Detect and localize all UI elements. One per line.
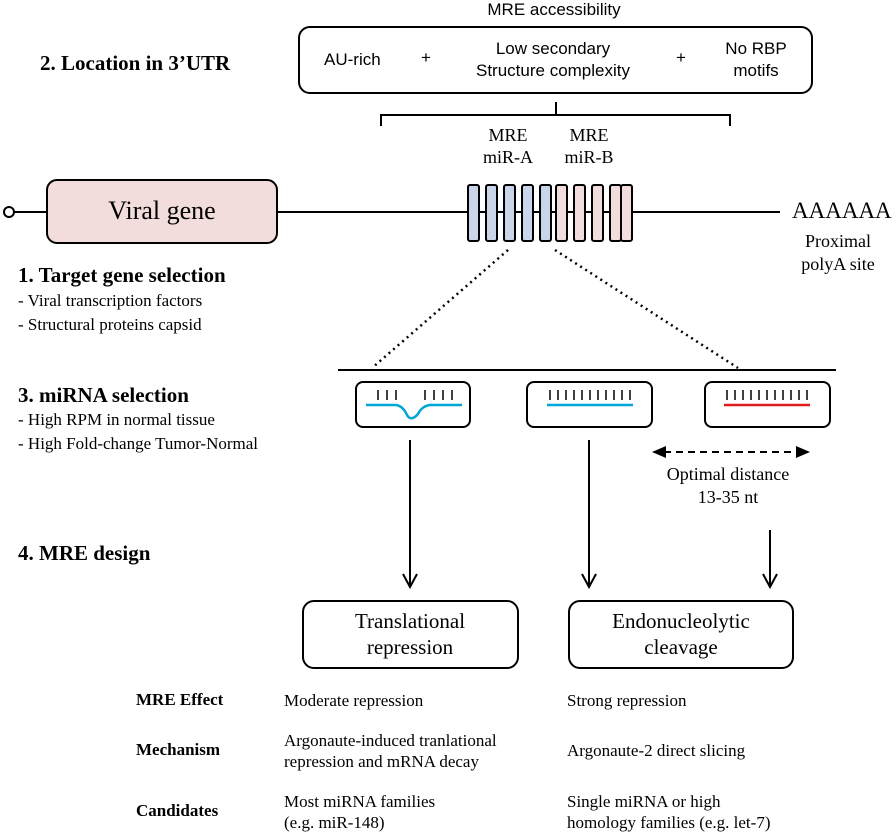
cleavage-line1: Endonucleolytic	[612, 609, 750, 633]
proximal-polya-line2: polyA site	[801, 254, 875, 274]
step4-title: 4. MRE design	[18, 541, 151, 565]
step3-title: 3. miRNA selection	[18, 383, 189, 407]
step2-title: 2. Location in 3’UTR	[40, 51, 231, 75]
no-rbp-label-line1: No RBP	[725, 39, 787, 58]
row-label-mechanism: Mechanism	[136, 740, 221, 759]
five-prime-cap	[3, 206, 15, 218]
optimal-distance-line2: 13-35 nt	[697, 487, 759, 507]
plus-sign-1: +	[421, 48, 431, 67]
translational-line2: repression	[366, 635, 454, 659]
mre-accessibility-box	[298, 26, 813, 94]
arrow-cleavage-1	[581, 440, 597, 590]
candidates-cleavage: Single miRNA or high homology families (…	[567, 792, 771, 832]
mre-b-site	[620, 184, 633, 242]
mre-effect-translational: Moderate repression	[284, 691, 424, 710]
mre-b-label-line1: MRE	[569, 125, 609, 145]
step1-title: 1. Target gene selection	[18, 263, 226, 287]
step1-bullet-1: - Viral transcription factors	[18, 291, 203, 310]
optimal-distance-line1: Optimal distance	[666, 464, 790, 484]
zoom-line-right	[554, 248, 739, 370]
viral-gene-box	[46, 179, 278, 244]
viral-gene-label: Viral gene	[108, 196, 216, 225]
translational-repression-box	[302, 600, 519, 669]
endonucleolytic-cleavage-box	[568, 600, 794, 669]
candidates-translational: Most miRNA families (e.g. miR-148)	[284, 792, 436, 832]
polya-tail: AAAAAA	[792, 198, 892, 223]
mre-a-site	[485, 184, 498, 242]
step3-bullet-2: - High Fold-change Tumor-Normal	[18, 434, 259, 453]
translational-line1: Translational	[354, 609, 466, 633]
au-rich-label: AU-rich	[324, 50, 381, 69]
low-structure-label-line1: Low secondary	[495, 39, 611, 58]
no-rbp-label-line2: motifs	[733, 61, 779, 80]
mre-b-label-line2: miR-B	[564, 147, 614, 167]
mre-a-label-line1: MRE	[488, 125, 528, 145]
mre-a-label-line2: miR-A	[482, 147, 534, 167]
arrow-translational	[402, 440, 418, 590]
step1-bullet-2: - Structural proteins capsid	[18, 315, 202, 334]
seed-bulged	[366, 403, 462, 420]
mechanism-cleavage: Argonaute-2 direct slicing	[567, 741, 746, 760]
mre-a-site	[521, 184, 534, 242]
mre-b-site	[555, 184, 568, 242]
optimal-distance-arrow	[652, 446, 810, 458]
mre-b-site	[591, 184, 604, 242]
mechanism-translational: Argonaute-induced tranlational repressio…	[284, 731, 497, 771]
mre-a-site	[467, 184, 480, 242]
row-label-candidates: Candidates	[136, 801, 219, 820]
cleavage-line2: cleavage	[644, 635, 718, 659]
mre-effect-cleavage: Strong repression	[567, 691, 687, 710]
step3-bullet-1: - High RPM in normal tissue	[18, 410, 215, 429]
mre-accessibility-heading: MRE accessibility	[487, 0, 621, 19]
plus-sign-2: +	[676, 48, 686, 67]
zoom-line-left	[371, 249, 509, 369]
row-label-mre-effect: MRE Effect	[136, 690, 224, 709]
mre-a-site	[503, 184, 516, 242]
proximal-polya-line1: Proximal	[805, 231, 871, 251]
mre-b-site	[573, 184, 586, 242]
mre-a-site	[539, 184, 552, 242]
accessibility-bracket	[380, 102, 731, 126]
low-structure-label-line2: Structure complexity	[476, 61, 630, 80]
arrow-cleavage-2	[762, 530, 778, 590]
